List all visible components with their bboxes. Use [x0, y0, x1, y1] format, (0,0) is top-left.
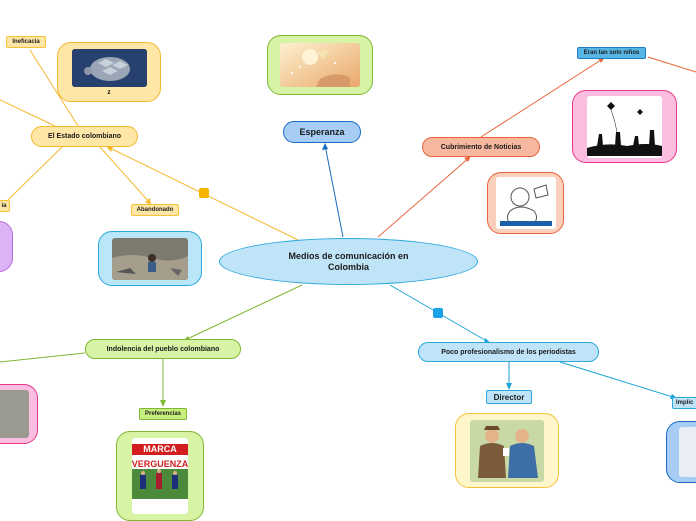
- turtle-caption: z: [107, 90, 111, 96]
- topic-abandonado[interactable]: Abandonado: [131, 204, 179, 216]
- arrowhead-abandonado: [145, 198, 151, 205]
- image-turtle[interactable]: z: [57, 42, 161, 102]
- topic-cubrimiento-label: Cubrimiento de Noticias: [440, 143, 522, 151]
- newspaper-masthead: MARCA: [132, 444, 188, 455]
- topic-partial-left-label: ia: [1, 203, 7, 209]
- reporters-illustration-icon: [470, 419, 544, 482]
- cartoon-icon: [495, 177, 556, 229]
- image-partial-blue[interactable]: [666, 421, 696, 483]
- topic-esperanza-label: Esperanza: [299, 127, 345, 137]
- topic-ineficacia[interactable]: Ineficacia: [6, 36, 46, 48]
- image-newspaper[interactable]: MARCA VERGUENZA: [116, 431, 204, 521]
- newspaper-headline-text: VERGUENZA: [132, 459, 188, 469]
- arrowhead-esperanza: [322, 143, 328, 150]
- link-topleft: [0, 99, 56, 127]
- image-kids-silhouettes[interactable]: [572, 90, 677, 163]
- arrowhead-estado: [106, 146, 113, 152]
- photo-partial-right: [679, 427, 696, 477]
- link-eran: [480, 57, 605, 138]
- image-abandonado[interactable]: [98, 231, 202, 286]
- link-eran-right: [647, 56, 696, 73]
- image-cartoon[interactable]: [487, 172, 564, 234]
- link-ineficacia: [29, 49, 79, 127]
- newspaper-cover: MARCA VERGUENZA: [132, 438, 188, 514]
- abandoned-area-icon: [112, 237, 188, 280]
- arrowhead-preferencias: [160, 400, 166, 407]
- topic-director[interactable]: Director: [486, 390, 532, 404]
- topic-esperanza[interactable]: Esperanza: [283, 121, 361, 143]
- link-indolencia: [184, 284, 303, 341]
- topic-partial-left[interactable]: ia: [0, 200, 10, 212]
- topic-indolencia[interactable]: Indolencia del pueblo colombiano: [85, 339, 241, 359]
- arrowhead-director: [506, 383, 512, 390]
- link-esperanza: [324, 144, 344, 238]
- football-players-icon: [132, 469, 188, 499]
- link-implic: [559, 361, 677, 399]
- link-indolencia-left: [0, 352, 86, 363]
- link-abandonado: [99, 146, 151, 204]
- photo-turtle: [71, 49, 147, 87]
- topic-abandonado-label: Abandonado: [136, 207, 174, 213]
- topic-profesionalismo-label: Poco profesionalismo de los periodistas: [441, 348, 576, 356]
- central-topic-label: Medios de comunicación en Colombia: [288, 250, 409, 272]
- image-partial-purple[interactable]: [0, 221, 13, 272]
- topic-cubrimiento[interactable]: Cubrimiento de Noticias: [422, 137, 540, 157]
- topic-preferencias-label: Preferencias: [144, 411, 182, 417]
- topic-estado[interactable]: El Estado colombiano: [31, 126, 138, 147]
- topic-eran-ninos-label: Eran tan solo niños: [583, 50, 640, 56]
- newspaper-headline: VERGUENZA: [132, 459, 188, 469]
- newspaper-masthead-text: MARCA: [143, 444, 177, 454]
- topic-implic-partial[interactable]: Implic: [672, 397, 696, 409]
- link-cubrimiento: [377, 156, 471, 238]
- topic-preferencias[interactable]: Preferencias: [139, 408, 187, 420]
- photo-hands-dove: [280, 43, 360, 87]
- topic-ineficacia-label: Ineficacia: [12, 39, 40, 45]
- arrowhead-cubrimiento: [464, 156, 471, 162]
- connector-handle-estado[interactable]: [199, 188, 209, 198]
- hands-dove-icon: [280, 43, 360, 87]
- image-director[interactable]: [455, 413, 559, 488]
- connector-handle-profesionalismo[interactable]: [433, 308, 443, 318]
- topic-director-label: Director: [493, 392, 525, 402]
- photo-partial: [0, 390, 29, 438]
- photo-abandoned-area: [112, 237, 188, 280]
- central-topic[interactable]: Medios de comunicación en Colombia: [219, 238, 478, 285]
- topic-profesionalismo[interactable]: Poco profesionalismo de los periodistas: [418, 342, 599, 362]
- photo-kids-kites: [587, 95, 662, 158]
- link-ia: [7, 146, 63, 201]
- topic-estado-label: El Estado colombiano: [47, 133, 122, 140]
- image-esperanza[interactable]: [267, 35, 373, 95]
- kids-kites-icon: [587, 95, 662, 158]
- illustration-reporters: [470, 419, 544, 482]
- cartoon-drawing: [495, 177, 556, 229]
- topic-implic-partial-label: Implic: [676, 400, 694, 406]
- topic-indolencia-label: Indolencia del pueblo colombiano: [106, 345, 220, 353]
- turtle-icon: [71, 49, 147, 87]
- topic-eran-ninos[interactable]: Eran tan solo niños: [577, 47, 646, 59]
- image-partial-pink[interactable]: [0, 384, 38, 444]
